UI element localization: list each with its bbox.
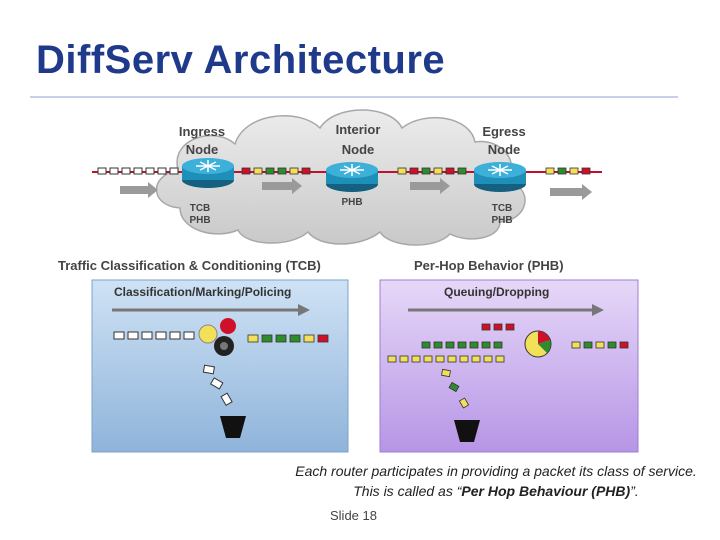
slide-number: Slide 18 <box>330 508 377 523</box>
packets-ingress-to-interior <box>241 167 311 175</box>
egress-label-line2: Node <box>488 142 521 157</box>
title-divider <box>30 96 678 98</box>
tcb-drop-bucket-icon <box>220 416 246 438</box>
packets-ingress-left <box>97 167 179 175</box>
tcb-output-packets <box>247 334 329 343</box>
caption-end: ”. <box>630 483 639 499</box>
flow-arrows <box>120 178 592 200</box>
phb-queue-top <box>481 323 515 331</box>
caption-emphasis: Per Hop Behaviour (PHB) <box>461 483 631 499</box>
slide-caption: Each router participates in providing a … <box>286 461 706 501</box>
tcb-panel <box>91 279 349 453</box>
slide-title: DiffServ Architecture <box>36 38 446 82</box>
phb-panel-title: Queuing/Dropping <box>444 285 549 299</box>
egress-sub1: TCB <box>492 203 513 214</box>
tcb-dropped-packets <box>202 364 233 407</box>
phb-dropped-packets <box>441 368 470 409</box>
diffserv-diagram: Ingress Node TCB PHB Interior Node PHB E… <box>58 109 639 453</box>
egress-sub2: PHB <box>491 215 512 226</box>
caption-text: Each router participates in providing a … <box>295 463 697 499</box>
ingress-label-line1: Ingress <box>179 124 225 139</box>
interior-router-icon <box>326 162 378 192</box>
packets-interior-to-egress <box>397 167 467 175</box>
classifier-gear-icon <box>198 318 236 356</box>
egress-router-icon <box>474 162 526 192</box>
egress-label-line1: Egress <box>482 124 525 139</box>
phb-panel <box>379 279 639 453</box>
tcb-input-packets <box>113 331 195 340</box>
phb-output-packets <box>571 341 629 349</box>
interior-label-line1: Interior <box>336 122 381 137</box>
ingress-label-line2: Node <box>186 142 219 157</box>
phb-queue-bottom <box>387 355 505 363</box>
tcb-flow-arrow <box>112 304 310 316</box>
ingress-sub1: TCB <box>190 203 211 214</box>
tcb-panel-title: Classification/Marking/Policing <box>114 285 291 299</box>
ingress-router-icon <box>182 158 234 188</box>
phb-flow-arrow <box>408 304 604 316</box>
phb-queue-middle <box>421 341 503 349</box>
phb-heading: Per-Hop Behavior (PHB) <box>414 258 564 273</box>
interior-sub1: PHB <box>341 197 362 208</box>
packets-egress-right <box>545 167 591 175</box>
scheduler-pie-icon <box>524 330 552 358</box>
ingress-sub2: PHB <box>189 215 210 226</box>
phb-drop-bucket-icon <box>454 420 480 442</box>
tcb-heading: Traffic Classification & Conditioning (T… <box>58 258 321 273</box>
interior-label-line2: Node <box>342 142 375 157</box>
